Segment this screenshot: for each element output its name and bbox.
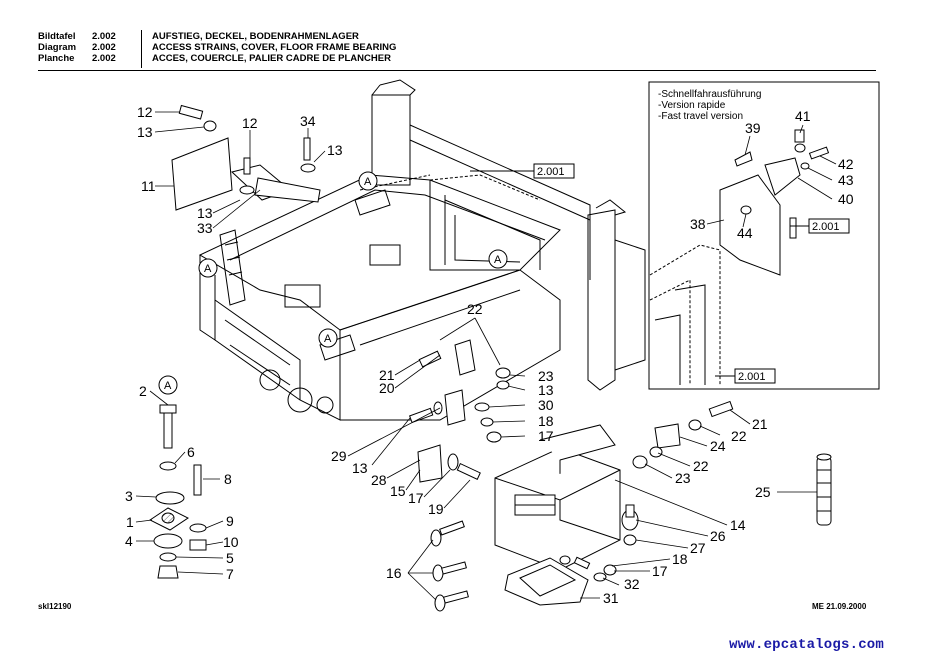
- callout-21: 21: [752, 416, 768, 432]
- right-hardware: [632, 400, 734, 469]
- inset-ref-bottom: 2.001: [738, 371, 766, 383]
- header-label-en: Diagram: [38, 42, 77, 53]
- callout-12: 12: [242, 115, 258, 131]
- box-housing: [494, 424, 621, 571]
- callout-1: 1: [126, 514, 134, 530]
- header-title-fr: ACCES, COUERCLE, PALIER CADRE DE PLANCHE…: [152, 53, 391, 64]
- header-title-de: AUFSTIEG, DECKEL, BODENRAHMENLAGER: [152, 31, 359, 42]
- callout-30: 30: [538, 397, 554, 413]
- header-separator: [141, 30, 142, 68]
- callout-40: 40: [838, 191, 854, 207]
- callout-19: 19: [428, 501, 444, 517]
- callout-labels: 12 13 11 12 13 33 34 13 22 21 20 23 13 3…: [125, 104, 854, 606]
- watermark: www.epcatalogs.com: [729, 637, 884, 653]
- callout-3: 3: [125, 488, 133, 504]
- callout-23: 23: [538, 368, 554, 384]
- callout-32: 32: [624, 576, 640, 592]
- svg-text:A: A: [164, 380, 172, 392]
- header-rule: [38, 70, 876, 71]
- callout-6: 6: [187, 444, 195, 460]
- callout-17: 17: [538, 428, 554, 444]
- floor-frame: [198, 79, 646, 421]
- header-number-fr: 2.002: [92, 53, 116, 64]
- header-number-de: 2.002: [92, 31, 116, 42]
- callout-42: 42: [838, 156, 854, 172]
- callout-33: 33: [197, 220, 213, 236]
- tray-assembly: [504, 555, 617, 606]
- bolts-16: [430, 520, 469, 612]
- callout-27: 27: [690, 540, 706, 556]
- callout-10: 10: [223, 534, 239, 550]
- main-ref-box: 2.001: [470, 163, 575, 179]
- callout-2: 2: [139, 383, 147, 399]
- callout-7: 7: [226, 566, 234, 582]
- svg-text:A: A: [204, 263, 212, 275]
- header-number-en: 2.002: [92, 42, 116, 53]
- callout-13: 13: [137, 124, 153, 140]
- header-titles: AUFSTIEG, DECKEL, BODENRAHMENLAGER ACCES…: [152, 31, 396, 64]
- callout-13: 13: [197, 205, 213, 221]
- svg-text:A: A: [494, 254, 502, 266]
- callout-25: 25: [755, 484, 771, 500]
- callout-31: 31: [603, 590, 619, 606]
- callout-17: 17: [408, 490, 424, 506]
- inset-note-en: -Fast travel version: [658, 111, 743, 122]
- callout-20: 20: [379, 380, 395, 396]
- callout-44: 44: [737, 225, 753, 241]
- circle-markers: A A A A A: [158, 171, 508, 395]
- inset-note-de: -Schnellfahrausführung: [658, 89, 761, 100]
- header-title-en: ACCESS STRAINS, COVER, FLOOR FRAME BEARI…: [152, 42, 397, 53]
- callout-29: 29: [331, 448, 347, 464]
- inset-panel: -Schnellfahrausführung -Version rapide -…: [648, 81, 880, 390]
- callout-28: 28: [371, 472, 387, 488]
- callout-26: 26: [710, 528, 726, 544]
- callout-13: 13: [327, 142, 343, 158]
- callout-41: 41: [795, 108, 811, 124]
- callout-12: 12: [137, 104, 153, 120]
- svg-text:A: A: [364, 176, 372, 188]
- callout-11: 11: [141, 178, 156, 194]
- cylinder-25: [816, 453, 832, 526]
- callout-22: 22: [693, 458, 709, 474]
- callout-13: 13: [538, 382, 554, 398]
- svg-text:2.001: 2.001: [537, 166, 565, 178]
- header-label-fr: Planche: [38, 53, 75, 64]
- callout-9: 9: [226, 513, 234, 529]
- callout-17: 17: [652, 563, 668, 579]
- callout-13: 13: [352, 460, 368, 476]
- callout-22: 22: [467, 301, 483, 317]
- cover-plate-assembly: [171, 104, 321, 211]
- callout-23: 23: [675, 470, 691, 486]
- callout-8: 8: [224, 471, 232, 487]
- svg-text:A: A: [324, 333, 332, 345]
- callout-34: 34: [300, 113, 316, 129]
- inset-ref-top: 2.001: [812, 221, 840, 233]
- drawing-code: skl12190: [38, 602, 72, 611]
- header-label-de: Bildtafel: [38, 31, 76, 42]
- callout-43: 43: [838, 172, 854, 188]
- leader-lines: [135, 111, 837, 601]
- bearing-stack: [149, 404, 207, 579]
- callout-16: 16: [386, 565, 402, 581]
- drawing-date: ME 21.09.2000: [812, 602, 867, 611]
- header-numbers: 2.002 2.002 2.002: [92, 31, 116, 64]
- callout-22: 22: [731, 428, 747, 444]
- callout-38: 38: [690, 216, 706, 232]
- callout-21: 21: [379, 367, 395, 383]
- callout-24: 24: [710, 438, 726, 454]
- callout-15: 15: [390, 483, 406, 499]
- callout-14: 14: [730, 517, 746, 533]
- callout-39: 39: [745, 120, 761, 136]
- callout-5: 5: [226, 550, 234, 566]
- front-hardware: [408, 339, 511, 483]
- callout-18: 18: [538, 413, 554, 429]
- callout-18: 18: [672, 551, 688, 567]
- inset-note-fr: -Version rapide: [658, 100, 726, 111]
- callout-4: 4: [125, 533, 133, 549]
- lock-hardware: [621, 504, 639, 546]
- header-labels: Bildtafel Diagram Planche: [38, 31, 76, 64]
